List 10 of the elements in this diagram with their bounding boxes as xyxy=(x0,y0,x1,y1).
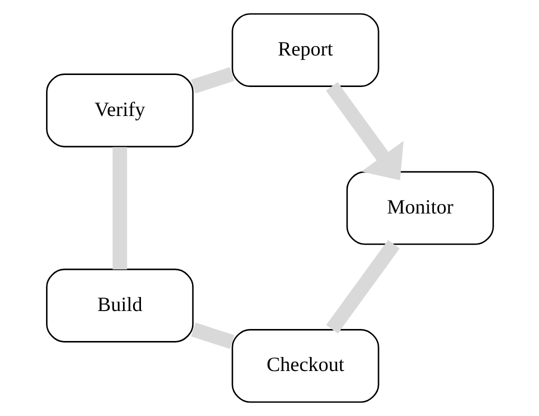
arrow xyxy=(325,82,404,180)
node-box: Verify xyxy=(46,74,194,148)
node-box: Build xyxy=(46,268,194,342)
connector xyxy=(112,147,127,270)
node-box: Checkout xyxy=(231,329,379,403)
node-box: Report xyxy=(231,13,379,87)
connector xyxy=(190,322,234,349)
node-box: Monitor xyxy=(346,171,494,245)
connector xyxy=(326,240,400,334)
connector xyxy=(190,67,234,94)
